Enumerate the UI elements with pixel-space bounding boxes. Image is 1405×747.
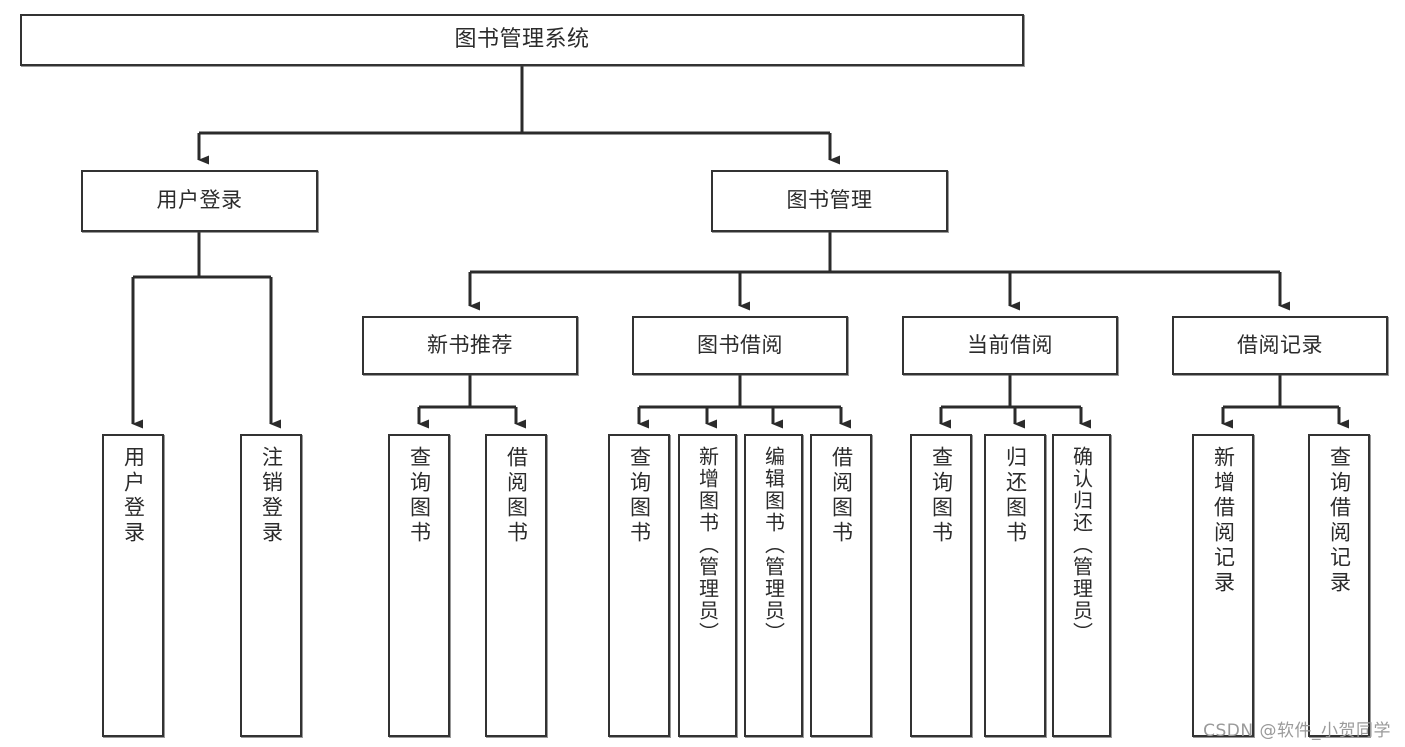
node-leaf-edit-book-admin-label: 编辑图书（管理员） <box>761 446 786 644</box>
node-current-borrow[interactable]: 当前借阅 <box>902 316 1118 375</box>
node-leaf-return-book[interactable]: 归还图书 <box>984 434 1046 737</box>
node-leaf-add-borrow-record[interactable]: 新增借阅记录 <box>1192 434 1254 737</box>
node-book-management-label: 图书管理 <box>786 188 873 213</box>
node-leaf-logout[interactable]: 注销登录 <box>240 434 302 737</box>
node-leaf-confirm-return-admin-label: 确认归还（管理员） <box>1069 446 1094 644</box>
node-leaf-query-book-borrow[interactable]: 查询图书 <box>608 434 670 737</box>
node-leaf-confirm-return-admin[interactable]: 确认归还（管理员） <box>1052 434 1111 737</box>
node-leaf-query-book-current-label: 查询图书 <box>929 446 954 546</box>
node-leaf-query-book-current[interactable]: 查询图书 <box>910 434 972 737</box>
node-leaf-query-book-recommend-label: 查询图书 <box>407 446 432 546</box>
node-leaf-add-borrow-record-label: 新增借阅记录 <box>1211 446 1236 596</box>
node-leaf-return-book-label: 归还图书 <box>1003 446 1028 546</box>
node-borrow-records[interactable]: 借阅记录 <box>1172 316 1388 375</box>
node-book-borrow[interactable]: 图书借阅 <box>632 316 848 375</box>
node-leaf-edit-book-admin[interactable]: 编辑图书（管理员） <box>744 434 803 737</box>
node-leaf-borrow-book[interactable]: 借阅图书 <box>810 434 872 737</box>
node-new-book-recommend[interactable]: 新书推荐 <box>362 316 578 375</box>
node-leaf-query-book-recommend[interactable]: 查询图书 <box>388 434 450 737</box>
node-current-borrow-label: 当前借阅 <box>967 332 1053 357</box>
node-book-management[interactable]: 图书管理 <box>711 170 948 232</box>
node-leaf-logout-label: 注销登录 <box>259 446 284 546</box>
node-leaf-add-book-admin[interactable]: 新增图书（管理员） <box>678 434 737 737</box>
node-leaf-query-borrow-record[interactable]: 查询借阅记录 <box>1308 434 1370 737</box>
node-root-label: 图书管理系统 <box>454 26 590 52</box>
node-leaf-query-borrow-record-label: 查询借阅记录 <box>1327 446 1352 596</box>
node-borrow-records-label: 借阅记录 <box>1237 332 1323 357</box>
node-new-book-recommend-label: 新书推荐 <box>427 332 513 357</box>
node-leaf-add-book-admin-label: 新增图书（管理员） <box>695 446 720 644</box>
node-user-login[interactable]: 用户登录 <box>81 170 318 232</box>
node-leaf-user-login[interactable]: 用户登录 <box>102 434 164 737</box>
node-leaf-borrow-book-recommend[interactable]: 借阅图书 <box>485 434 547 737</box>
node-root[interactable]: 图书管理系统 <box>20 14 1024 66</box>
node-user-login-label: 用户登录 <box>156 188 243 213</box>
node-leaf-query-book-borrow-label: 查询图书 <box>627 446 652 546</box>
node-leaf-user-login-label: 用户登录 <box>121 446 146 546</box>
node-leaf-borrow-book-recommend-label: 借阅图书 <box>504 446 529 546</box>
node-leaf-borrow-book-label: 借阅图书 <box>829 446 854 546</box>
node-book-borrow-label: 图书借阅 <box>697 332 783 357</box>
